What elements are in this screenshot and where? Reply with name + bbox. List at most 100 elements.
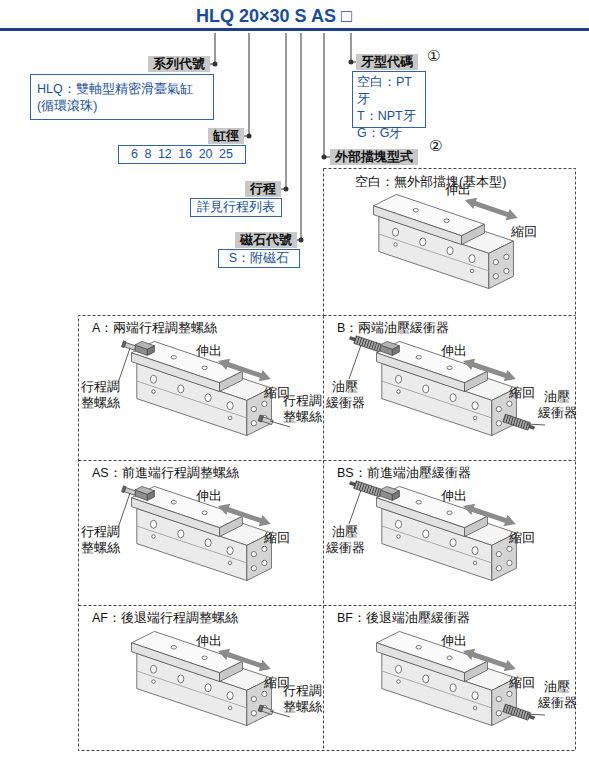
- header-bar: [0, 28, 589, 31]
- option-title: 空白：無外部擋塊(基本型): [355, 174, 506, 190]
- leader-dot: [284, 187, 289, 192]
- option-illustration: [349, 479, 517, 580]
- motion-arrow: [465, 198, 518, 220]
- option-illustration: [377, 631, 545, 725]
- part-label: 行程調 整螺絲: [80, 379, 120, 411]
- field-heading: 系列代號: [148, 56, 210, 72]
- field-heading: 外部擋塊型式: [330, 149, 418, 165]
- field-value-box: HLQ：雙軸型精密滑臺氣缸 (循環滾珠): [30, 74, 214, 120]
- motion-label: 縮回: [509, 385, 535, 401]
- option-cell: 空白：無外部擋塊(基本型)伸出縮回: [323, 168, 575, 315]
- option-cell: B：兩端油壓緩衝器伸出縮回油壓 緩衝器油壓 緩衝器: [323, 315, 575, 460]
- option-illustration: [349, 334, 545, 435]
- code-field-box: 行程詳見行程列表: [190, 181, 287, 218]
- callout-number: ②: [429, 138, 442, 154]
- field-value: 空白：PT牙: [357, 74, 421, 108]
- part-label: 油壓 緩衝器: [325, 524, 365, 556]
- motion-label: 伸出: [441, 488, 467, 504]
- dashed-frame: [79, 169, 576, 751]
- cylinder-view: [349, 479, 517, 580]
- option-cell: A：兩端行程調整螺絲伸出縮回行程調 整螺絲行程調 整螺絲: [78, 315, 323, 460]
- field-heading: 缸徑: [208, 128, 244, 144]
- option-cell: BS：前進端油壓緩衝器伸出縮回 油壓 緩衝器: [323, 460, 575, 605]
- option-title: BS：前進端油壓緩衝器: [337, 465, 471, 481]
- leader-dot: [213, 62, 218, 67]
- motion-label: 縮回: [509, 530, 535, 546]
- adjust-screw: [122, 341, 155, 356]
- leader-dot: [322, 155, 327, 160]
- field-value: HLQ：雙軸型精密滑臺氣缸 (循環滾珠): [37, 81, 207, 115]
- motion-arrow: [218, 649, 271, 671]
- part-label: 行程調 整螺絲: [282, 393, 322, 425]
- slide-cylinder: [377, 341, 517, 435]
- motion-arrow: [463, 359, 516, 381]
- model-code: HLQ 20×30 S AS □: [196, 5, 352, 27]
- option-title: BF：後退端油壓緩衝器: [337, 610, 470, 626]
- motion-arrow: [463, 649, 516, 671]
- field-value: S：附磁石: [221, 250, 297, 267]
- option-title: A：兩端行程調整螺絲: [92, 320, 217, 336]
- leader-dot: [247, 134, 252, 139]
- leader-dot: [349, 60, 354, 65]
- leader-line: [297, 33, 301, 240]
- motion-label: 縮回: [509, 675, 535, 691]
- adjust-screw: [258, 705, 273, 715]
- field-value-box: 詳見行程列表: [190, 198, 282, 217]
- option-panel: 外部擋塊型式空白：無外部擋塊(基本型)伸出縮回A：兩端行程調整螺絲伸出縮回行程調…: [78, 148, 576, 751]
- callout-line: [349, 490, 361, 524]
- shock-absorber: [503, 704, 536, 722]
- field-value-box: 6 8 12 16 20 25: [118, 145, 246, 164]
- callout-line: [527, 714, 545, 715]
- motion-label: 伸出: [196, 488, 222, 504]
- code-field-box: 缸徑 6 8 12 16 20 25: [118, 128, 250, 165]
- shock-absorber: [349, 479, 400, 500]
- slide-cylinder: [377, 631, 517, 725]
- motion-arrow: [463, 504, 516, 526]
- motion-label: 伸出: [441, 343, 467, 359]
- callout-line: [349, 345, 361, 379]
- motion-label: 伸出: [196, 343, 222, 359]
- code-field-box: 牙型代碼空白：PT牙T：NPT牙G：G牙: [352, 54, 428, 129]
- leader-dot: [299, 238, 304, 243]
- field-value: 詳見行程列表: [193, 199, 279, 216]
- shock-absorber: [349, 334, 400, 355]
- option-illustration: [132, 631, 290, 725]
- callout-number: ①: [427, 48, 440, 64]
- field-value: T：NPT牙: [357, 108, 421, 125]
- panel-outline: [78, 148, 576, 751]
- motion-arrow: [218, 359, 271, 381]
- shock-absorber: [503, 414, 536, 432]
- leader-line: [244, 33, 249, 136]
- motion-label: 縮回: [511, 224, 537, 240]
- option-title: B：兩端油壓緩衝器: [337, 320, 449, 336]
- adjust-screw: [122, 486, 155, 501]
- callout-line: [118, 493, 130, 528]
- cylinder-view: [132, 631, 274, 725]
- option-title: AF：後退端行程調整螺絲: [92, 610, 238, 626]
- slide-cylinder: [377, 486, 517, 580]
- option-illustration: [374, 194, 518, 288]
- field-value-box: 空白：PT牙T：NPT牙G：G牙: [352, 71, 426, 128]
- option-cell: BF：後退端油壓緩衝器伸出縮回油壓 緩衝器: [323, 605, 575, 750]
- field-heading: 磁石代號: [235, 232, 297, 248]
- field-heading: 牙型代碼: [356, 54, 418, 70]
- callout-line: [527, 424, 545, 425]
- motion-arrow: [218, 504, 271, 526]
- part-label: 油壓 緩衝器: [325, 379, 365, 411]
- field-value-box: S：附磁石: [218, 249, 300, 268]
- option-title: AS：前進端行程調整螺絲: [92, 465, 239, 481]
- option-cell: AS：前進端行程調整螺絲伸出縮回行程調 整螺絲: [78, 460, 323, 605]
- adjust-screw: [258, 415, 273, 425]
- part-label: 行程調 整螺絲: [282, 683, 322, 715]
- option-cell: AF：後退端行程調整螺絲伸出縮回行程調 整螺絲: [78, 605, 323, 750]
- part-label: 油壓 緩衝器: [537, 679, 577, 711]
- motion-label: 伸出: [196, 633, 222, 649]
- code-field-box: 系列代號 HLQ：雙軸型精密滑臺氣缸 (循環滾珠): [30, 56, 214, 122]
- part-label: 油壓 緩衝器: [537, 389, 577, 421]
- part-label: 行程調 整螺絲: [80, 524, 120, 556]
- slide-cylinder: [132, 486, 272, 580]
- cylinder-view: [122, 486, 272, 581]
- field-value: 6 8 12 16 20 25: [121, 146, 243, 163]
- motion-label: 伸出: [441, 633, 467, 649]
